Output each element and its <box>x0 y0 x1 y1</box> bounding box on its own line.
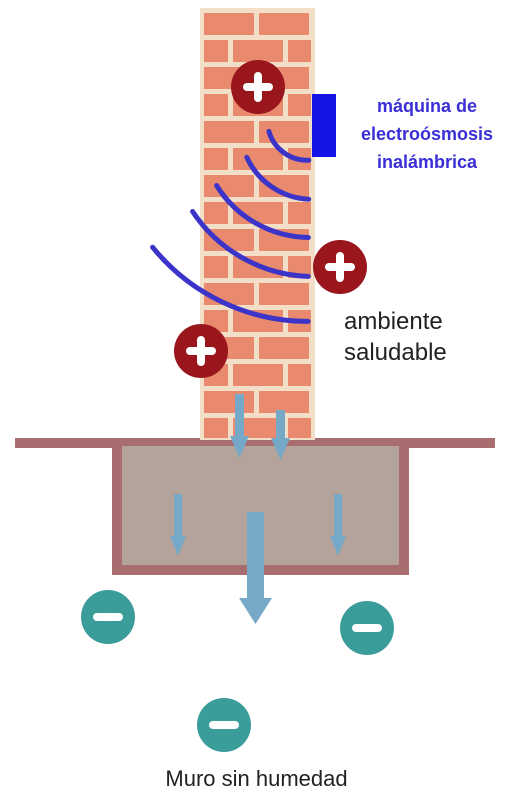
brick <box>259 337 309 359</box>
machine-label-line-3: inalámbrica <box>342 148 512 176</box>
minus-circle-icon <box>340 601 394 655</box>
machine-label-line-1: máquina de <box>342 92 512 120</box>
brick <box>233 40 283 62</box>
brick <box>259 13 309 35</box>
brick <box>259 391 309 413</box>
brick <box>233 364 283 386</box>
brick <box>233 148 283 170</box>
brick <box>204 121 254 143</box>
plus-circle-icon <box>313 240 367 294</box>
brick <box>204 148 228 170</box>
brick <box>204 175 254 197</box>
brick <box>204 418 228 438</box>
plus-circle-icon <box>231 60 285 114</box>
plus-circle-icon <box>174 324 228 378</box>
brick <box>204 40 228 62</box>
brick <box>259 283 309 305</box>
brick <box>204 256 228 278</box>
minus-circle-icon <box>81 590 135 644</box>
brick <box>288 418 311 438</box>
brick <box>204 94 228 116</box>
brick <box>288 202 311 224</box>
machine-label: máquina de electroósmosis inalámbrica <box>342 92 512 176</box>
ambient-label-line-1: ambiente <box>344 306 447 337</box>
brick <box>288 40 311 62</box>
ambient-label-line-2: saludable <box>344 337 447 368</box>
brick <box>204 13 254 35</box>
brick <box>288 94 311 116</box>
brick <box>204 391 254 413</box>
machine-label-line-2: electroósmosis <box>342 120 512 148</box>
caption: Muro sin humedad <box>0 766 513 792</box>
brick <box>288 364 311 386</box>
ambient-label: ambiente saludable <box>344 306 447 368</box>
electroosmosis-device-icon <box>312 94 336 157</box>
minus-circle-icon <box>197 698 251 752</box>
brick <box>204 202 228 224</box>
